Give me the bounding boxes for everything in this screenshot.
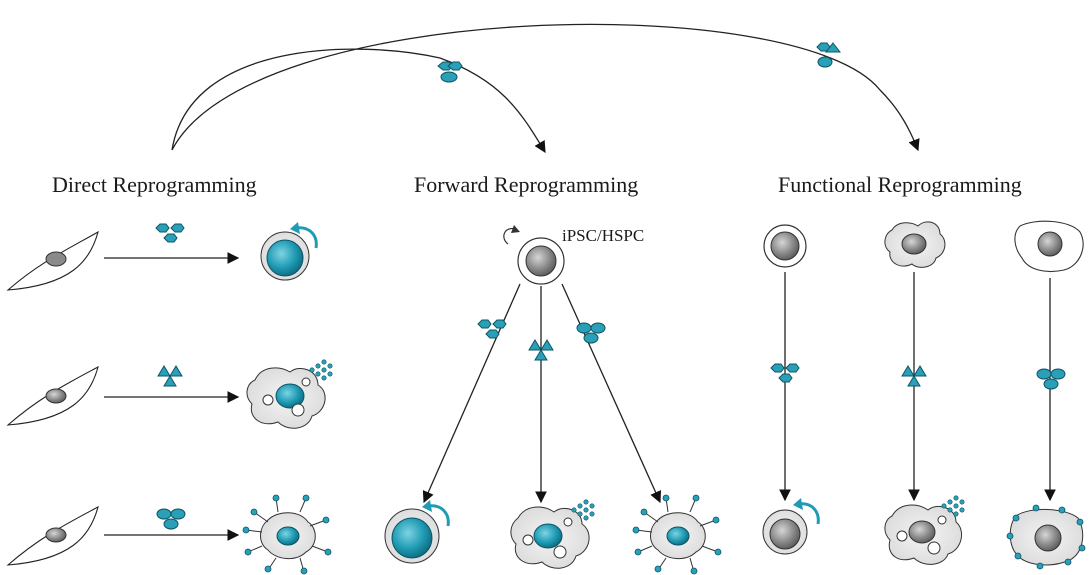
- heading-forward-reprogramming: Forward Reprogramming: [414, 172, 638, 197]
- forward-product-dendritic-cell: [632, 494, 722, 575]
- factor-hex-cluster: [477, 319, 507, 339]
- factor-oval-cluster: [1036, 368, 1066, 390]
- factor-triangle-cluster: [528, 339, 554, 361]
- heading-direct-reprogramming: Direct Reprogramming: [52, 172, 257, 197]
- dendritic-cell: [242, 494, 332, 575]
- functional-column-1: [762, 224, 820, 555]
- factor-triangle-cluster: [901, 365, 927, 387]
- direct-row-3: [6, 494, 332, 575]
- factor-oval-cluster: [156, 508, 186, 530]
- factor-cluster-hex-oval-top-left: [437, 61, 463, 83]
- forward-product-macrophage: [510, 499, 595, 569]
- functional-column-2: [884, 221, 965, 565]
- heading-functional-reprogramming: Functional Reprogramming: [778, 172, 1022, 197]
- factor-hex-cluster: [155, 223, 185, 243]
- self-renewal-arrow-icon: [295, 226, 318, 249]
- fibroblast-nucleus: [45, 251, 67, 267]
- top-curved-arrows: [171, 23, 920, 154]
- forward-branches: [422, 283, 662, 504]
- fibroblast-nucleus: [45, 388, 67, 404]
- ipsc-hspc-label: iPSC/HSPC: [562, 226, 644, 245]
- direct-row-2: [6, 359, 333, 429]
- direct-row-1: [6, 222, 318, 291]
- factor-cluster-mixed-top-right: [816, 42, 842, 68]
- factor-triangle-cluster: [157, 365, 183, 387]
- functional-column-3: [1006, 220, 1086, 570]
- factor-oval-cluster: [576, 322, 606, 344]
- fibroblast-nucleus: [45, 527, 67, 543]
- forward-product-stem-cell: [384, 500, 450, 564]
- factor-hex-cluster: [770, 363, 800, 383]
- self-renewal-arrow-icon: [427, 504, 450, 527]
- secreted-dots: [309, 359, 333, 381]
- self-renewal-arrow-icon: [798, 502, 820, 525]
- forward-source-cell: iPSC/HSPC: [503, 225, 644, 285]
